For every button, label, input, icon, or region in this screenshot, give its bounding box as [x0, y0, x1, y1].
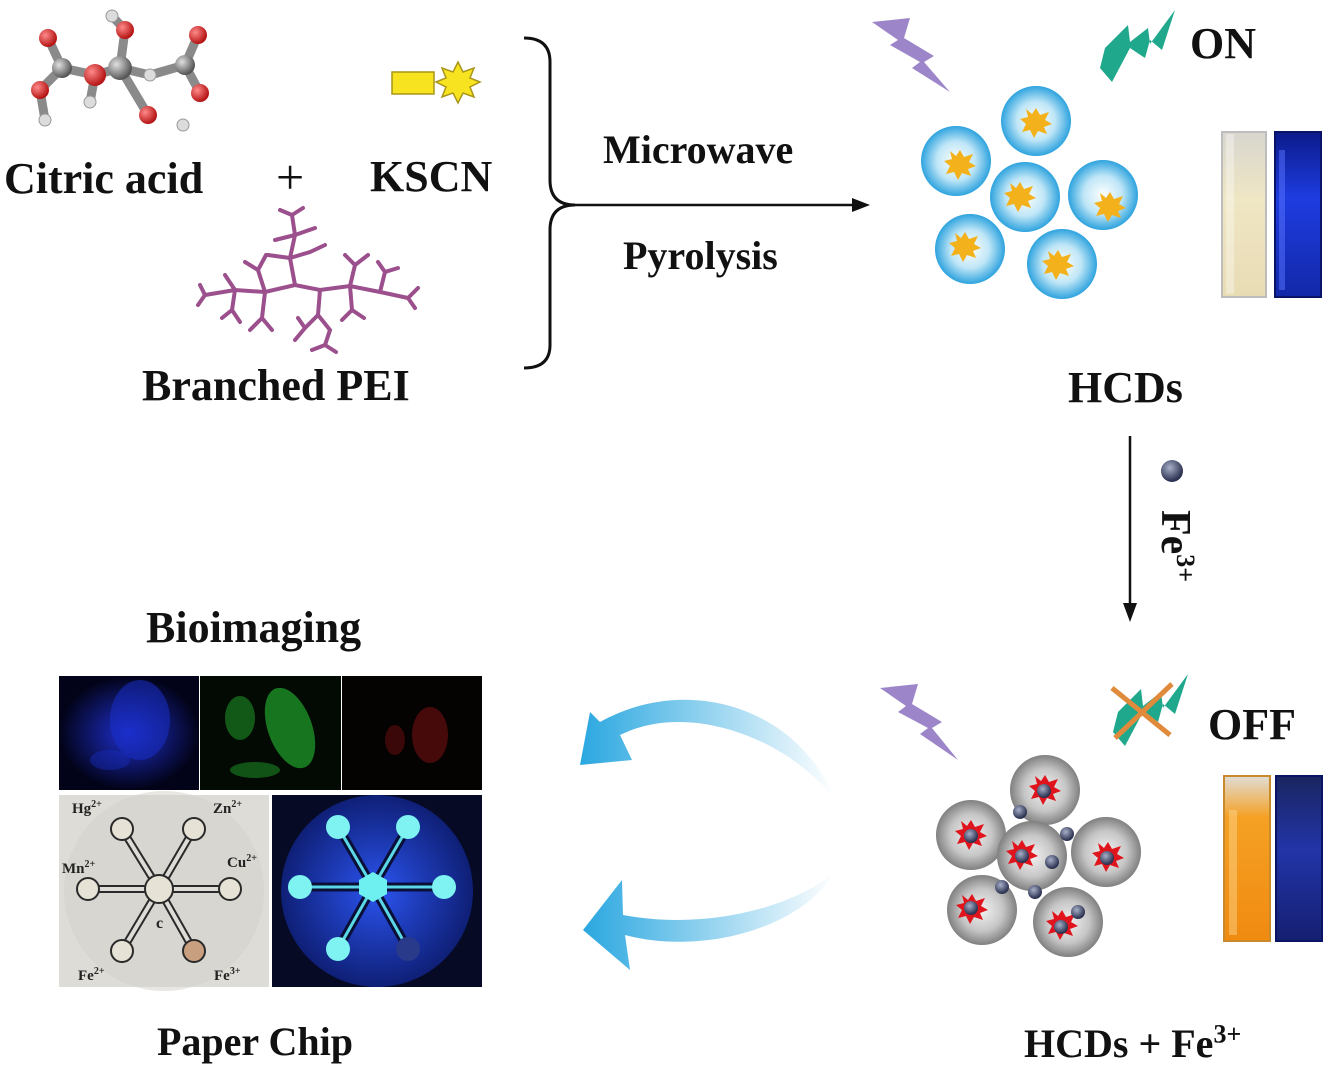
paper-chip-daylight [59, 791, 269, 991]
quenched-hcds-cluster [936, 755, 1141, 957]
quenched-emission-icon [1110, 674, 1188, 746]
branched-pei-label: Branched PEI [142, 361, 410, 410]
reaction-arrow [575, 198, 870, 212]
reaction-bracket [523, 36, 576, 370]
citric-acid-label: Citric acid [4, 154, 204, 203]
chip-ion-label: Zn2+ [213, 799, 243, 817]
vial-uv-hcds [1274, 131, 1322, 298]
chip-center-label: c [156, 915, 164, 932]
carbon-dot [1027, 229, 1097, 299]
vial-daylight-hcds [1221, 131, 1267, 298]
bioimaging-label: Bioimaging [146, 603, 362, 652]
branched-pei-icon [196, 206, 420, 354]
hcds-label: HCDs [1068, 363, 1183, 412]
fe-addition-arrow [1123, 436, 1137, 622]
vial-uv-fe [1275, 775, 1323, 942]
hcds-fe-label: HCDs + Fe3+ [1024, 1019, 1242, 1066]
fe-ion-icon [1161, 460, 1183, 482]
citric-acid-molecule-icon [31, 9, 209, 132]
paper-chip-uv [272, 795, 482, 987]
chip-ion-label: Fe3+ [214, 966, 241, 984]
quenched-carbon-dot [1010, 755, 1080, 825]
hcds-cluster [921, 86, 1138, 299]
kscn-label: KSCN [370, 152, 493, 201]
pyrolysis-label: Pyrolysis [623, 233, 778, 278]
excitation-lightning-icon [880, 684, 958, 760]
vial-daylight-fe [1223, 775, 1271, 942]
emission-lightning-icon [1100, 10, 1175, 82]
chip-ion-label: Mn2+ [62, 859, 96, 877]
application-arrow [580, 699, 835, 800]
carbon-dot [921, 126, 991, 196]
on-state-label: ON [1190, 19, 1256, 68]
paper-chip-label: Paper Chip [157, 1019, 353, 1064]
carbon-dot [990, 162, 1060, 232]
carbon-dot [1068, 160, 1138, 230]
carbon-dot [1001, 86, 1071, 156]
carbon-dot [935, 214, 1005, 284]
quenched-carbon-dot [1071, 817, 1141, 887]
quenched-carbon-dot [1033, 887, 1103, 957]
quenched-carbon-dot [936, 800, 1006, 870]
off-state-label: OFF [1208, 700, 1296, 749]
plus-sign: + [276, 149, 305, 205]
chip-ion-label: Cu2+ [227, 853, 257, 871]
kscn-icon [391, 60, 482, 105]
application-arrow [583, 872, 835, 970]
excitation-lightning-icon [872, 18, 950, 92]
chip-ion-label: Fe2+ [78, 966, 105, 984]
bioimaging-panels [59, 676, 482, 790]
chip-ion-label: Hg2+ [72, 799, 102, 817]
fe-addition-label: Fe3+ [1152, 510, 1200, 583]
quenched-carbon-dot [997, 821, 1067, 891]
microwave-label: Microwave [603, 127, 794, 172]
